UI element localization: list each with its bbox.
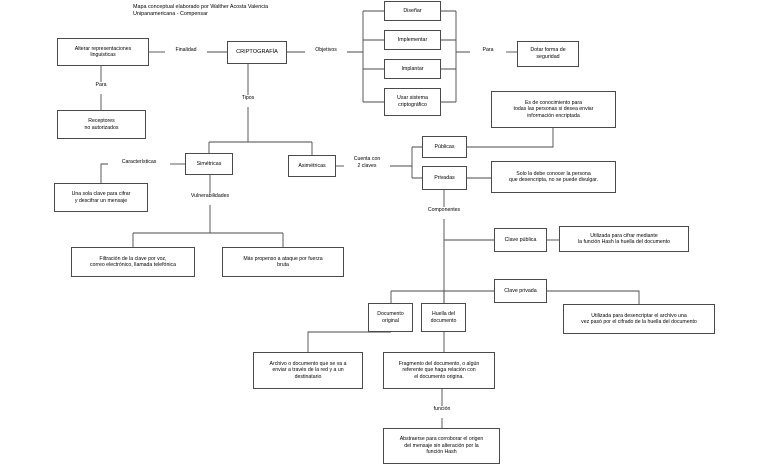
node-label-asimetricas: Asimétricas <box>298 162 326 169</box>
node-label-implantar: Implantar <box>401 65 424 72</box>
link-label-vulnerabilidades: Vulnerabilidades <box>178 193 242 200</box>
node-criptografia[interactable]: CRIPTOGRAFÍA <box>227 41 287 64</box>
node-label-criptografia: CRIPTOGRAFÍA <box>236 49 278 55</box>
node-clave-publica[interactable]: Clave pública <box>494 228 547 252</box>
connector-e-caract-clave <box>100 163 108 183</box>
link-label-text-vulnerabilidades: Vulnerabilidades <box>190 193 230 200</box>
node-clave-privada[interactable]: Clave privada <box>494 279 547 303</box>
connector-e-publicas-info <box>467 128 554 148</box>
link-label-caracteristicas: Características <box>108 159 170 166</box>
link-label-para-izq: Para <box>83 82 119 89</box>
node-label-clave-privada: Clave privada <box>504 287 537 294</box>
connector-e-comp-docorig <box>390 290 444 303</box>
connector-e-cpriv-util <box>547 290 640 304</box>
link-label-text-para-der: Para <box>482 47 494 54</box>
node-label-util-desencrip: Utilizada para desencriptar el archivo u… <box>581 312 697 326</box>
node-label-privadas: Privadas <box>434 174 455 181</box>
connector-e-vuln-split <box>132 205 284 247</box>
node-implantar[interactable]: Implantar <box>384 59 441 79</box>
link-label-finalidad: Finalidad <box>165 47 207 54</box>
connector-e-tipos-split <box>208 107 313 155</box>
link-label-para-der: Para <box>470 47 506 54</box>
link-label-text-para-izq: Para <box>95 82 107 89</box>
connector-e-fan-right <box>441 10 470 103</box>
link-label-componentes: Componentes <box>416 207 472 214</box>
link-label-text-caracteristicas: Características <box>121 159 157 166</box>
link-label-text-funcion: función <box>433 406 451 413</box>
node-util-desencrip[interactable]: Utilizada para desencriptar el archivo u… <box>563 304 715 334</box>
node-label-simetricas: Simétricas <box>196 160 222 167</box>
node-label-publicas: Públicas <box>434 143 455 150</box>
link-label-funcion: función <box>422 406 462 413</box>
node-filtracion[interactable]: Filtración de la clave por voz,correo el… <box>71 247 195 277</box>
link-label-text-componentes: Componentes <box>427 207 461 214</box>
node-publicas[interactable]: Públicas <box>422 136 467 158</box>
connector-e-docorig-archivo <box>307 331 391 352</box>
node-simetricas[interactable]: Simétricas <box>185 153 233 175</box>
node-label-implementar: Implementar <box>397 36 428 43</box>
node-privadas[interactable]: Privadas <box>422 166 467 190</box>
link-label-text-objetivos: Objetivos <box>315 47 337 54</box>
node-implementar[interactable]: Implementar <box>384 30 441 50</box>
node-disenar[interactable]: Diseñar <box>384 1 441 21</box>
author-credit: Mapa conceptual elaborado por Walther Ac… <box>133 4 269 18</box>
connector-e-objetivos-fan <box>347 10 384 103</box>
link-label-text-finalidad: Finalidad <box>175 47 197 54</box>
node-label-disenar: Diseñar <box>403 7 422 14</box>
node-label-clave-publica: Clave pública <box>504 236 537 243</box>
node-label-filtracion: Filtración de la clave por voz,correo el… <box>90 255 176 269</box>
link-label-text-tipos: Tipos <box>241 95 255 102</box>
link-label-tipos: Tipos <box>230 95 266 102</box>
node-asimetricas[interactable]: Asimétricas <box>288 155 336 177</box>
connector-e-cuenta-claves <box>390 146 422 179</box>
link-label-objetivos: Objetivos <box>305 47 347 54</box>
